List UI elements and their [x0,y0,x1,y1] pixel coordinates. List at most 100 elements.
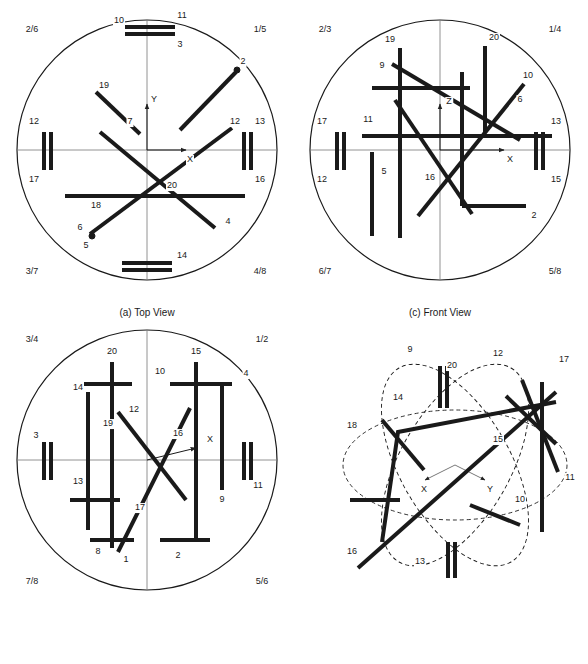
isometric-view [382,420,424,470]
side-view [84,382,132,386]
side-view [118,412,186,500]
top-view [147,150,186,151]
isometric-view [425,465,455,480]
isometric-view [358,392,556,568]
callout-number: Z [445,97,453,107]
callout-number: 8 [94,547,101,557]
callout-number: X [420,485,428,495]
callout-number: 1/5 [253,25,268,35]
side-view [42,442,46,480]
callout-number: 12 [492,349,504,359]
callout-number: Y [150,95,158,105]
view-caption: (a) Top View [118,307,175,318]
front-view [362,134,552,138]
isometric-view [382,402,556,542]
isometric-view [445,366,449,408]
callout-number: 4 [242,369,249,379]
callout-number: 17 [134,503,146,513]
callout-number: X [506,155,514,165]
isometric-view [540,382,544,532]
callout-number: 16 [424,173,436,183]
callout-number: 6 [76,223,83,233]
front-view [310,20,570,280]
callout-number: 20 [106,347,118,357]
top-view [249,132,253,170]
top-view [17,150,277,151]
callout-number: 11 [252,481,263,491]
isometric-view [343,341,567,590]
callout-number: 1/2 [255,335,270,345]
callout-number: 3/7 [25,267,40,277]
callout-number: 3/4 [25,335,40,345]
callout-number: 11 [362,115,373,125]
callout-number: 19 [102,419,114,429]
side-view [17,330,277,590]
callout-number: 7 [126,117,133,127]
callout-number: X [186,155,194,165]
isometric-view [506,396,556,444]
side-view [49,442,53,480]
callout-number: 11 [176,11,187,21]
side-view [90,538,134,542]
top-view [17,20,277,280]
isometric-view [446,542,450,578]
side-view [242,442,246,480]
top-view [44,27,251,270]
callout-number: 10 [113,16,125,26]
callout-number: 3 [176,40,183,50]
callout-number: 6 [516,95,523,105]
front-view [310,150,570,151]
callout-number: 2 [174,551,181,561]
callout-number: 9 [218,495,225,505]
callout-number: 17 [558,355,570,365]
top-view [96,92,140,134]
callout-number: 14 [72,383,84,393]
isometric-view [453,542,457,578]
callout-number: 2/6 [25,25,40,35]
callout-number: 9 [378,61,385,71]
callout-number: 3 [32,431,39,441]
top-view [125,32,175,36]
callout-number: 16 [346,547,358,557]
callout-number: 15 [550,175,562,185]
front-view [335,132,339,170]
top-view [90,128,232,234]
callout-number: 4 [224,217,231,227]
callout-number: 17 [28,175,40,185]
callout-number: 20 [446,361,458,371]
callout-number: 1 [122,555,129,565]
callout-number: 12 [128,405,140,415]
top-view [234,67,240,73]
front-view [310,20,570,280]
callout-number: 10 [522,71,534,81]
callout-number: 13 [550,117,562,127]
front-view [462,204,526,208]
isometric-view [470,505,520,525]
side-view [249,442,253,480]
callout-number: X [206,435,214,445]
front-view [440,104,441,150]
top-view [89,233,95,239]
callout-number: 5/8 [548,267,563,277]
side-view [17,330,277,590]
callout-number: 12 [28,117,40,127]
callout-number: 10 [154,367,166,377]
front-view [392,64,520,140]
callout-number: 16 [172,429,184,439]
isometric-view [438,366,442,408]
top-view [180,72,236,130]
callout-number: 17 [316,117,328,127]
callout-number: 11 [564,473,575,483]
front-view [337,46,552,238]
top-view [42,132,46,170]
callout-number: 10 [514,495,526,505]
front-view [342,132,346,170]
top-view [147,104,148,150]
callout-number: 15 [492,435,504,445]
callout-number: 13 [72,477,84,487]
callout-number: 12 [229,117,241,127]
isometric-view [343,410,567,520]
callout-number: 6/7 [318,267,333,277]
callout-number: 14 [176,251,188,261]
